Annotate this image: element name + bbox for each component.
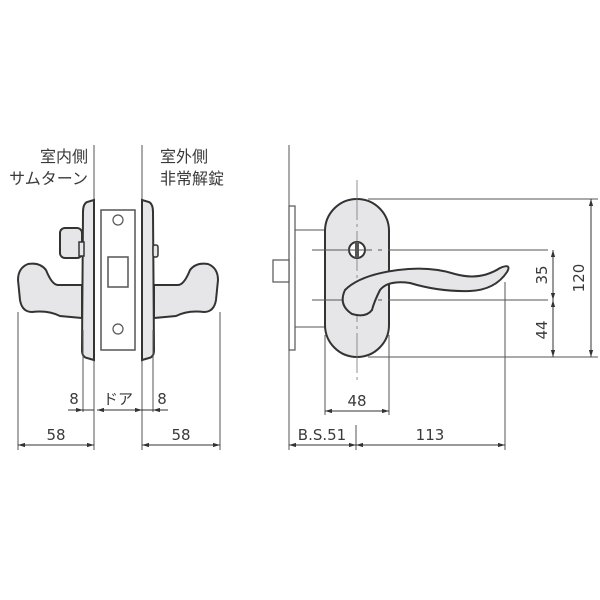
dim-spindle-to-key: 35 <box>533 265 551 284</box>
indoor-lever <box>16 262 83 320</box>
dim-projection-left: 58 <box>46 426 65 444</box>
indoor-rose <box>80 198 95 362</box>
dim-backset: B.S.51 <box>298 426 346 444</box>
outdoor-lever <box>153 262 220 320</box>
indoor-label: 室内側 <box>40 147 88 166</box>
outdoor-rose <box>141 198 156 362</box>
front-view <box>272 145 598 450</box>
dim-spindle-to-bottom: 44 <box>533 320 551 339</box>
dim-lever-length: 113 <box>416 426 445 444</box>
emergency-release-icon <box>152 244 159 258</box>
latch-hole <box>107 256 129 288</box>
dim-plate-width: 48 <box>347 392 366 410</box>
outdoor-label: 室外側 <box>160 147 208 166</box>
lever-handle <box>341 265 510 317</box>
latch-bolt <box>272 259 290 283</box>
emergency-release-label: 非常解錠 <box>160 169 224 188</box>
thumbturn-label: サムターン <box>9 169 88 188</box>
dim-rose-right: 8 <box>157 390 167 408</box>
dim-plate-height: 120 <box>570 264 588 293</box>
side-view <box>16 145 221 450</box>
dim-projection-right: 58 <box>171 426 190 444</box>
lock-faceplate <box>100 209 136 351</box>
dim-rose-left: 8 <box>69 390 79 408</box>
dim-door: ドア <box>103 390 133 408</box>
